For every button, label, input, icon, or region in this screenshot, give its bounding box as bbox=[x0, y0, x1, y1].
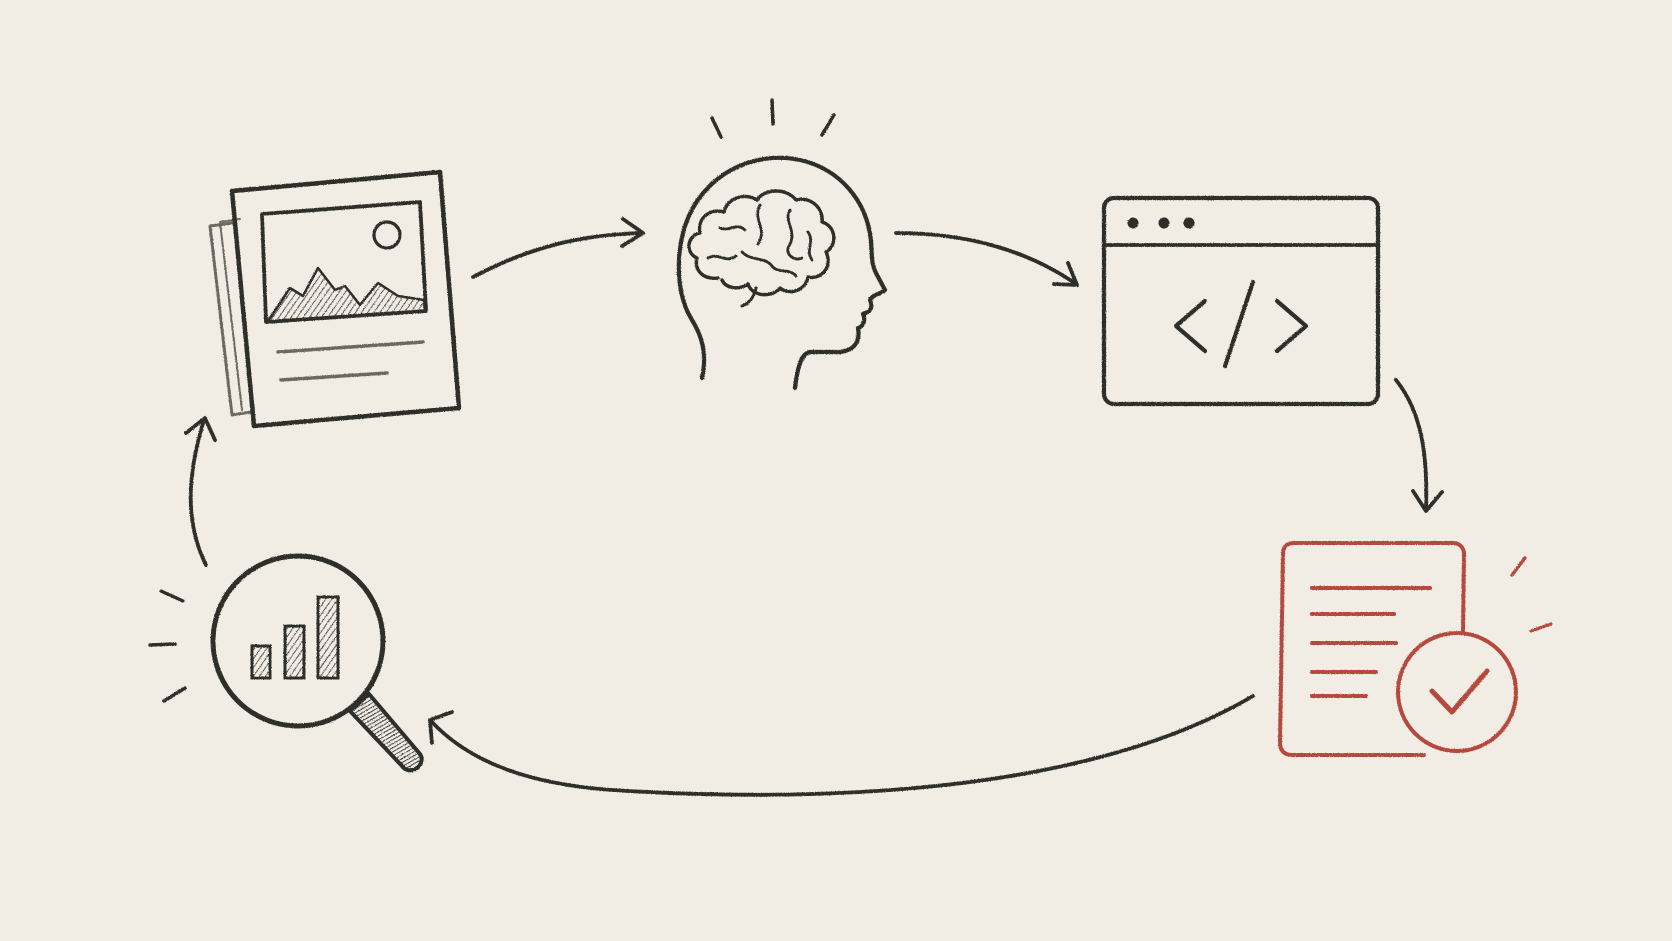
chart-bar bbox=[283, 624, 306, 680]
magnifier-handle bbox=[348, 692, 424, 773]
brain-head-icon bbox=[676, 98, 888, 391]
edge-code-to-verified bbox=[1394, 378, 1444, 513]
window-dot-icon bbox=[1158, 217, 1170, 229]
edge-brain-to-code bbox=[894, 231, 1079, 287]
checkmark-icon bbox=[1429, 668, 1490, 715]
edge-image-to-brain bbox=[471, 217, 645, 279]
check-circle-icon bbox=[1396, 631, 1518, 753]
window-dot-icon bbox=[1127, 217, 1139, 229]
verified-document-icon bbox=[1278, 541, 1553, 757]
mountain-shape bbox=[265, 266, 427, 324]
magnifier-chart-icon bbox=[148, 553, 424, 773]
chart-bar bbox=[250, 644, 272, 680]
image-document-icon bbox=[208, 169, 462, 429]
window-dot-icon bbox=[1183, 217, 1195, 229]
chart-bar bbox=[316, 595, 340, 680]
code-window-icon bbox=[1101, 195, 1381, 407]
edge-verified-to-magnifier bbox=[428, 694, 1255, 797]
edge-magnifier-to-image bbox=[184, 416, 217, 567]
